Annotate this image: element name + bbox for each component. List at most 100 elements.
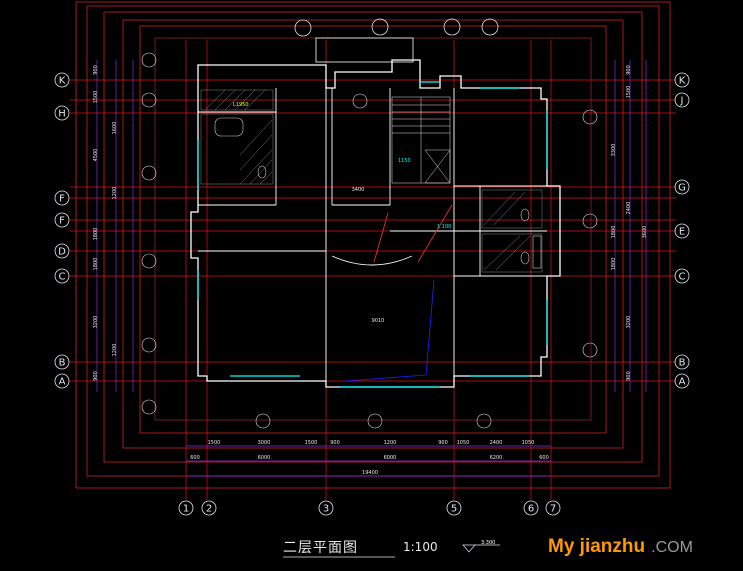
dim-left-10: 900 xyxy=(93,371,99,381)
axis-label: 6 xyxy=(528,504,534,515)
bottom-dimension-row1: 1500 3000 1500 900 1200 900 1050 2400 10… xyxy=(208,440,535,446)
dim-left-5: 1200 xyxy=(112,187,118,200)
windows xyxy=(197,81,548,388)
dim-left-9: 1200 xyxy=(112,344,118,357)
dim-left-8: 3200 xyxy=(93,316,99,329)
dim-left-1: 900 xyxy=(93,65,99,75)
axis-bubble-left-F2: F xyxy=(54,212,70,228)
blue-lines xyxy=(344,279,435,382)
room-label-living: 9010 xyxy=(372,318,385,324)
axis-label: 5 xyxy=(451,504,457,515)
interior-walls xyxy=(198,88,547,381)
axis-bubble-6: 6 xyxy=(523,500,539,516)
dim-left-4: 4500 xyxy=(93,149,99,162)
hall-arc xyxy=(331,255,413,266)
watermark-suffix: .COM xyxy=(651,539,693,556)
room-label-kitchen: L1950 xyxy=(233,102,249,108)
top-axis-bubbles xyxy=(294,18,499,37)
axis-label: J xyxy=(680,96,684,107)
dim-right-9: 900 xyxy=(626,371,632,381)
drawing-scale: 1:100 xyxy=(403,540,438,554)
dim-bottom-4: 900 xyxy=(330,440,340,446)
axis-bubble-right-C: C xyxy=(674,268,690,284)
axis-label: A xyxy=(59,377,66,388)
dim-right-2: 1500 xyxy=(626,86,632,99)
dim-bottom-7: 1050 xyxy=(457,440,470,446)
dim-bottom-6: 900 xyxy=(438,440,448,446)
dim-left-7: 1800 xyxy=(93,258,99,271)
axis-label: 2 xyxy=(206,504,212,515)
axis-bubble-7: 7 xyxy=(545,500,561,516)
level-triangle-icon xyxy=(462,544,476,553)
axis-label: 3 xyxy=(323,504,329,515)
axis-bubble-left-D: D xyxy=(54,243,70,259)
axis-bubble-5: 5 xyxy=(446,500,462,516)
dim-bottom2-5: 600 xyxy=(539,455,549,461)
dim-right-7: 1800 xyxy=(611,258,617,271)
stair xyxy=(391,96,451,184)
dim-right-6: 3600 xyxy=(642,226,648,239)
dim-bottom-2: 3000 xyxy=(258,440,271,446)
bottom-dimension-row2: 600 6000 6000 6200 600 xyxy=(190,455,549,461)
exterior-walls xyxy=(190,37,561,388)
left-axis: K H F F D C B A xyxy=(54,72,70,389)
watermark-brand: My jianzhu xyxy=(548,536,646,557)
dim-bottom2-1: 600 xyxy=(190,455,200,461)
axis-label: B xyxy=(679,358,686,369)
dim-right-4: 2400 xyxy=(626,202,632,215)
axis-bubble-left-H: H xyxy=(54,105,70,121)
toilet-icon xyxy=(257,165,267,179)
dim-bottom2-3: 6000 xyxy=(384,455,397,461)
dim-bottom2-2: 6000 xyxy=(258,455,271,461)
axis-bubble-left-A: A xyxy=(54,373,70,389)
dimension-lines xyxy=(96,60,647,477)
dim-bottom-8: 2400 xyxy=(490,440,503,446)
axis-label: G xyxy=(678,183,686,194)
dim-right-5: 1800 xyxy=(611,226,617,239)
axis-label: A xyxy=(679,377,686,388)
detail-callouts xyxy=(141,52,598,429)
axis-bubble-3: 3 xyxy=(318,500,334,516)
axis-bubble-right-G: G xyxy=(674,179,690,195)
axis-bubble-right-A: A xyxy=(674,373,690,389)
room-label-stair: 1150 xyxy=(398,158,411,164)
axis-label: C xyxy=(679,272,686,283)
bathroom-hatch xyxy=(200,89,543,273)
axis-bubble-right-E: E xyxy=(674,223,690,239)
right-dimensions: 900 1500 3300 2400 1800 3600 1800 3200 9… xyxy=(611,65,648,381)
fixtures xyxy=(214,117,542,269)
dim-right-8: 3200 xyxy=(626,316,632,329)
dim-bottom-5: 1200 xyxy=(384,440,397,446)
axis-label: C xyxy=(59,272,66,283)
dim-left-3: 1600 xyxy=(112,122,118,135)
axis-label: F xyxy=(59,194,65,205)
bottom-axis: 1 2 3 5 6 7 xyxy=(178,500,561,516)
axis-bubble-2: 2 xyxy=(201,500,217,516)
outer-frames xyxy=(75,1,671,489)
axis-label: F xyxy=(59,216,65,227)
room-label-hall: 3400 xyxy=(352,187,365,193)
dim-bottom-3: 1500 xyxy=(305,440,318,446)
dim-bottom2-4: 6200 xyxy=(490,455,503,461)
shower-icon xyxy=(532,235,542,269)
toilet-icon xyxy=(520,208,530,222)
level-mark: 3.300 xyxy=(481,540,496,546)
dim-bottom-9: 1050 xyxy=(522,440,535,446)
right-axis: K J G E C B A xyxy=(674,72,690,389)
axis-bubble-1: 1 xyxy=(178,500,194,516)
axis-bubble-left-F1: F xyxy=(54,190,70,206)
bathtub-icon xyxy=(214,117,244,137)
axis-label: K xyxy=(59,76,66,87)
section-marks xyxy=(373,204,453,263)
axis-label: 1 xyxy=(183,504,189,515)
axis-bubble-left-B: B xyxy=(54,354,70,370)
room-label-corridor: 1.100 xyxy=(437,224,451,230)
axis-bubble-right-J: J xyxy=(674,92,690,108)
left-dimensions: 900 1500 1600 4500 1200 1800 1800 3200 1… xyxy=(93,65,118,381)
dim-left-2: 1500 xyxy=(93,91,99,104)
drawing-title: 二层平面图 xyxy=(283,540,358,556)
axis-label: H xyxy=(58,109,66,120)
axis-label: B xyxy=(59,358,66,369)
dim-bottom-total: 19400 xyxy=(362,470,378,476)
